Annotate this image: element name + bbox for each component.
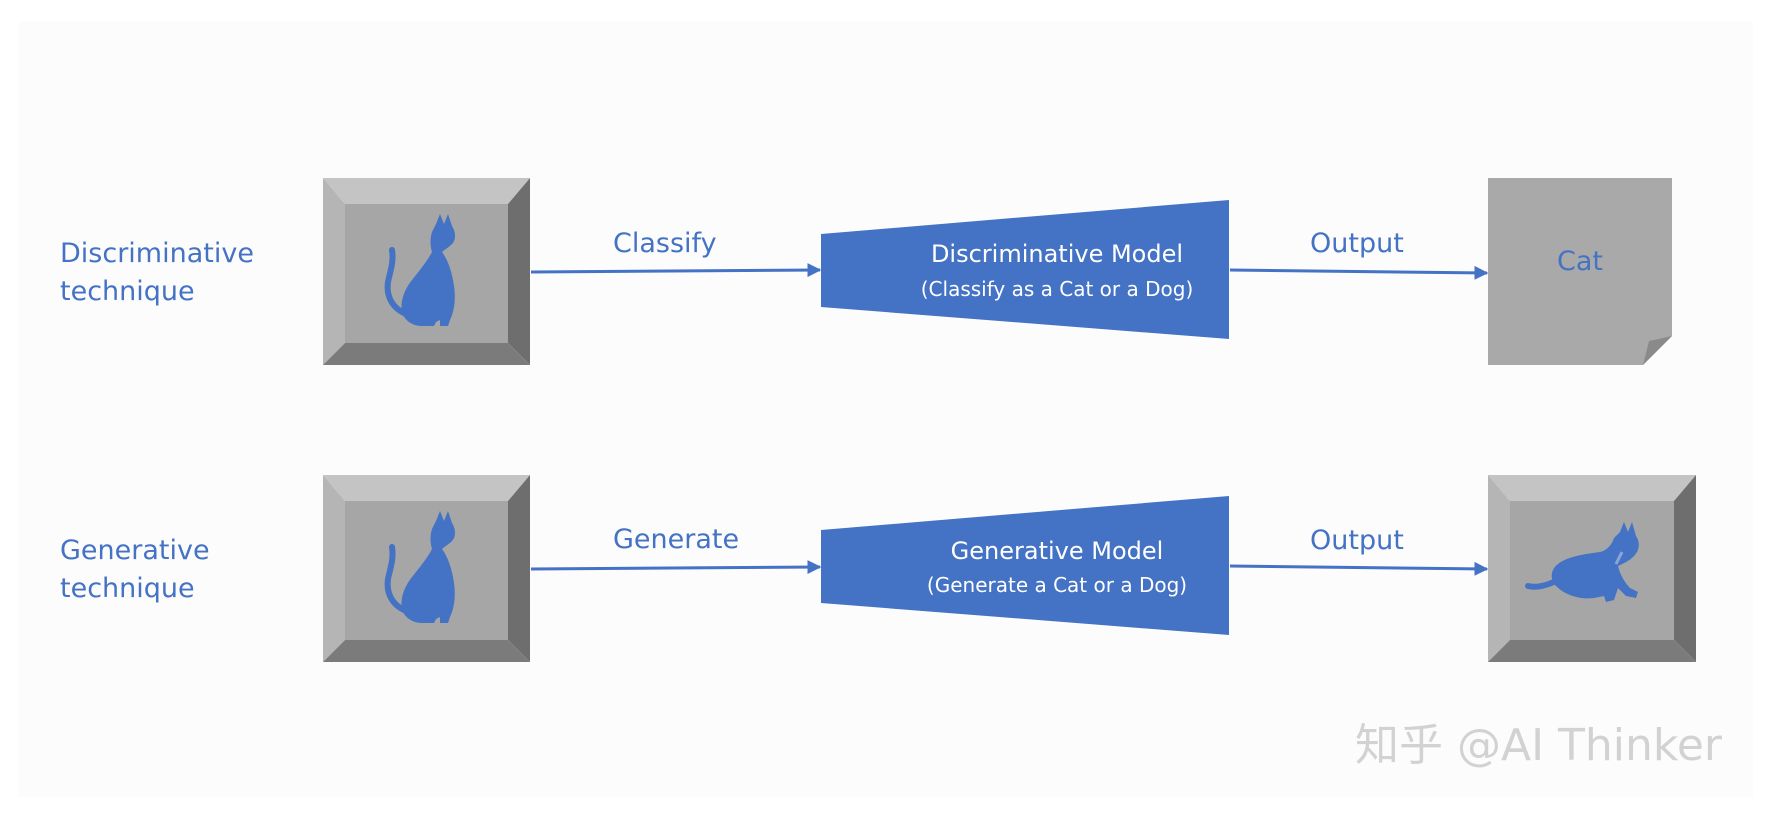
- diagram-panel: [18, 22, 1753, 797]
- model-title: Generative Model: [951, 537, 1164, 565]
- output-document: Cat: [1488, 178, 1672, 365]
- output-text: Cat: [1557, 246, 1603, 277]
- output-image-tile: [1488, 475, 1696, 662]
- edge-label: Generate: [613, 524, 739, 555]
- model-trapezoid: [821, 200, 1229, 339]
- technique-label: Generative: [60, 535, 210, 566]
- output-arrow: [1229, 265, 1489, 280]
- edge-label: Classify: [613, 228, 717, 259]
- classify-arrow: [530, 263, 822, 278]
- model-subtitle: (Generate a Cat or a Dog): [927, 573, 1187, 597]
- watermark: 知乎 @AI Thinker: [1355, 720, 1723, 771]
- model-trapezoid: [821, 496, 1229, 635]
- technique-label: technique: [60, 573, 195, 604]
- model-subtitle: (Classify as a Cat or a Dog): [921, 277, 1194, 301]
- technique-label: technique: [60, 276, 195, 307]
- output-label: Output: [1310, 525, 1404, 556]
- model-title: Discriminative Model: [931, 240, 1183, 268]
- output-label: Output: [1310, 228, 1404, 259]
- input-image-tile: [323, 475, 530, 662]
- input-image-tile: [323, 178, 530, 365]
- output-arrow: [1229, 561, 1489, 576]
- generate-arrow: [530, 560, 822, 575]
- technique-label: Discriminative: [60, 238, 254, 269]
